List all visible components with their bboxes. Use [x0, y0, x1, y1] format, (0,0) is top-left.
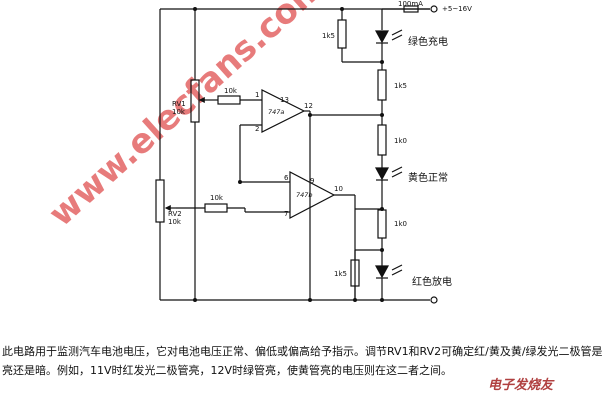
led-red-label: 红色放电	[412, 275, 452, 288]
label-pin-13: 13	[280, 96, 289, 104]
resistor-1k0-b	[377, 209, 387, 239]
label-rv1-val: 10k	[172, 108, 186, 116]
led-yellow-symbol	[374, 167, 390, 181]
supply-terminal	[430, 5, 438, 13]
label-pin-7: 7	[284, 210, 288, 218]
resistor-10k-a	[217, 95, 241, 105]
label-10k-b: 10k	[210, 194, 224, 202]
label-1k5-b: 1k5	[394, 82, 407, 90]
fuse	[403, 5, 419, 13]
label-pin-1: 1	[255, 91, 259, 99]
label-pin-10: 10	[334, 185, 343, 193]
label-pin-9: 9	[310, 177, 314, 185]
label-1k0-b: 1k0	[394, 220, 407, 228]
rv2-potentiometer	[155, 179, 165, 223]
label-1k0: 1k0	[394, 137, 407, 145]
resistor-1k5-a	[337, 19, 347, 49]
opamp-747a	[261, 89, 306, 133]
label-rv1-name: RV1	[172, 100, 186, 108]
label-10k-a: 10k	[224, 87, 238, 95]
label-rv2-val: 10k	[168, 218, 182, 226]
label-pin-12: 12	[304, 102, 313, 110]
ground-terminal	[430, 296, 438, 304]
opamp-747b	[289, 171, 336, 219]
led-yellow-label: 黄色正常	[408, 171, 448, 184]
circuit-description: 此电路用于监测汽车电池电压，它对电池电压正常、偏低或偏高给予指示。调节RV1和R…	[2, 345, 603, 377]
led-green-symbol	[374, 30, 390, 44]
label-pin-2: 2	[255, 125, 259, 133]
label-1k5-a: 1k5	[322, 32, 335, 40]
resistor-1k0	[377, 124, 387, 156]
led-green-label: 绿色充电	[408, 35, 448, 48]
led-red-symbol	[374, 265, 390, 279]
circuit-schematic: www.elecfans.com	[41, 0, 472, 304]
supply-label: +5~16V	[442, 5, 472, 13]
label-rv2-name: RV2	[168, 210, 182, 218]
resistor-1k5-b	[377, 69, 387, 101]
label-ic-a: 747a	[268, 108, 284, 116]
label-ic-b: 747b	[296, 191, 313, 199]
resistor-10k-b	[204, 203, 228, 213]
label-pin-6: 6	[284, 174, 289, 182]
brand-logo: 电子发烧友	[488, 378, 554, 393]
label-1k5-c: 1k5	[334, 270, 347, 278]
fuse-label: 100mA	[398, 0, 423, 8]
